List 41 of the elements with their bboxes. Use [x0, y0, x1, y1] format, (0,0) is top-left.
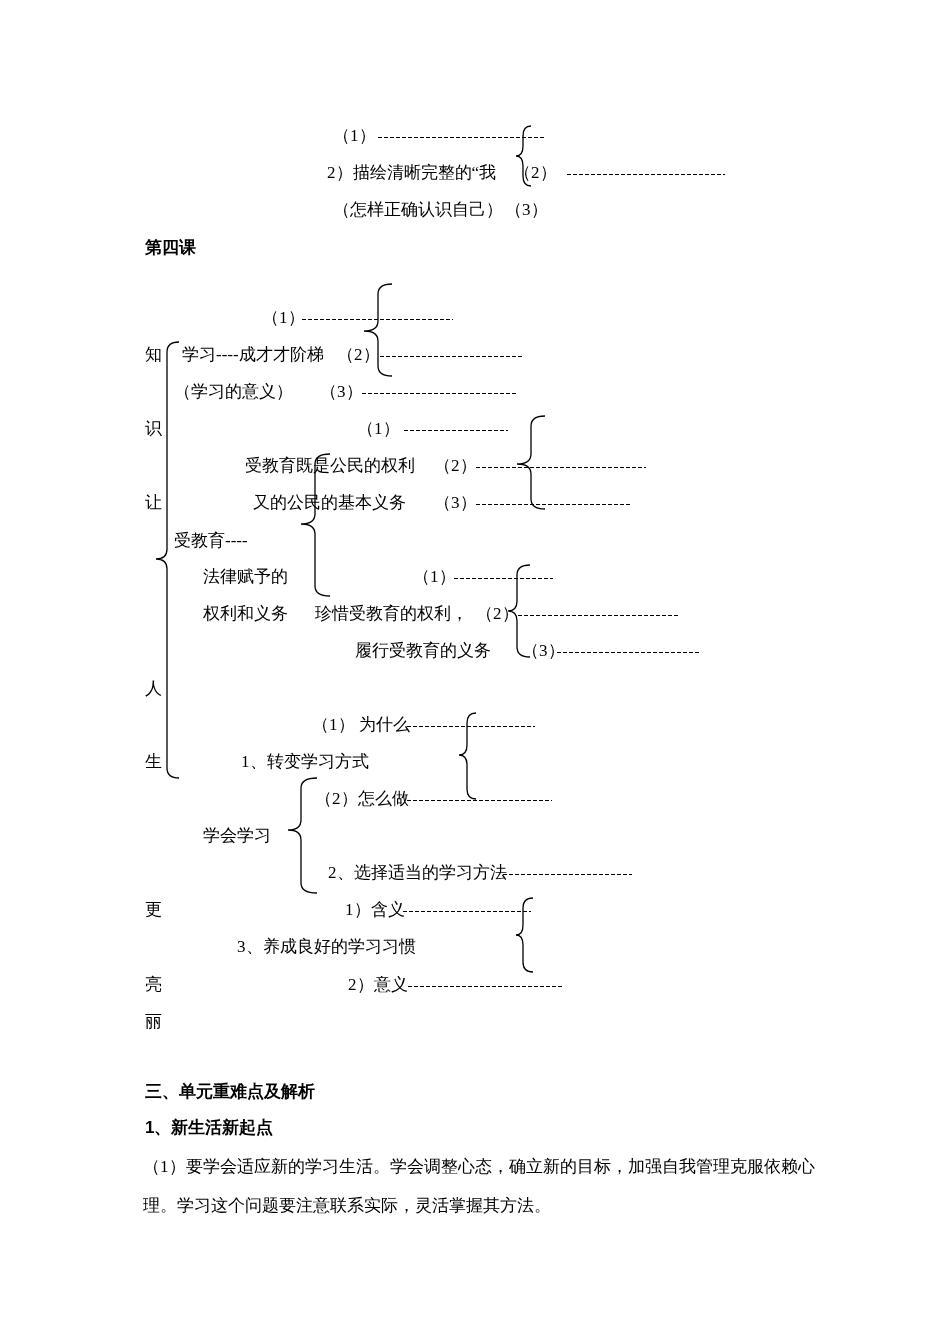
outline-text: 受教育----	[174, 531, 248, 551]
item-number: （1）	[262, 308, 305, 328]
title-character: 识	[145, 419, 162, 439]
title-character: 让	[145, 493, 162, 513]
outline-text: 2）描绘清晰完整的“我	[327, 163, 497, 183]
title-character: 知	[145, 345, 162, 365]
title-character: 生	[145, 752, 162, 772]
item-number: （2）	[337, 345, 380, 365]
outline-text: 3、养成良好的学习习惯	[237, 937, 416, 957]
paragraph: （1）要学会适应新的学习生活。学会调整心态，确立新的目标，加强自我管理克服依赖心理。学习这个问题要注意联系实际，灵活掌握其方法。	[143, 1156, 816, 1217]
outline-text: 2）意义	[348, 975, 408, 995]
outline-text: 1）含义	[345, 900, 405, 920]
outline-text: （1） 为什么	[312, 715, 410, 735]
item-number: （2）	[476, 604, 519, 624]
outline-text: 法律赋予的	[203, 567, 288, 587]
title-character: 亮	[145, 975, 162, 995]
item-number: （3）	[522, 641, 565, 661]
item-number: （1）	[333, 126, 376, 146]
section-heading: 三、单元重难点及解析	[145, 1082, 315, 1102]
title-character: 人	[145, 679, 162, 699]
item-number: （3）	[505, 200, 548, 220]
section-heading: 1、新生活新起点	[145, 1118, 274, 1138]
outline-text: 2、选择适当的学习方法	[328, 863, 507, 883]
outline-text: 履行受教育的义务	[355, 641, 491, 661]
outline-text: 1、转变学习方式	[241, 752, 369, 772]
item-number: （2）	[514, 163, 557, 183]
outline-text: （2）怎么做	[315, 789, 409, 809]
outline-text: （学习的意义）	[174, 382, 293, 402]
title-character: 丽	[145, 1012, 162, 1032]
outline-text: 学会学习	[203, 826, 271, 846]
item-number: （1）	[357, 419, 400, 439]
outline-text: 学习----成才才阶梯	[182, 345, 324, 365]
item-number: （3）	[434, 493, 477, 513]
outline-text: 权利和义务	[203, 604, 288, 624]
section-heading: 第四课	[145, 238, 196, 258]
outline-text: 珍惜受教育的权利，	[315, 604, 468, 624]
item-number: （1）	[413, 567, 456, 587]
item-number: （3）	[320, 382, 363, 402]
title-character: 更	[145, 900, 162, 920]
outline-text: （怎样正确认识自己）	[333, 200, 503, 220]
item-number: （2）	[434, 456, 477, 476]
